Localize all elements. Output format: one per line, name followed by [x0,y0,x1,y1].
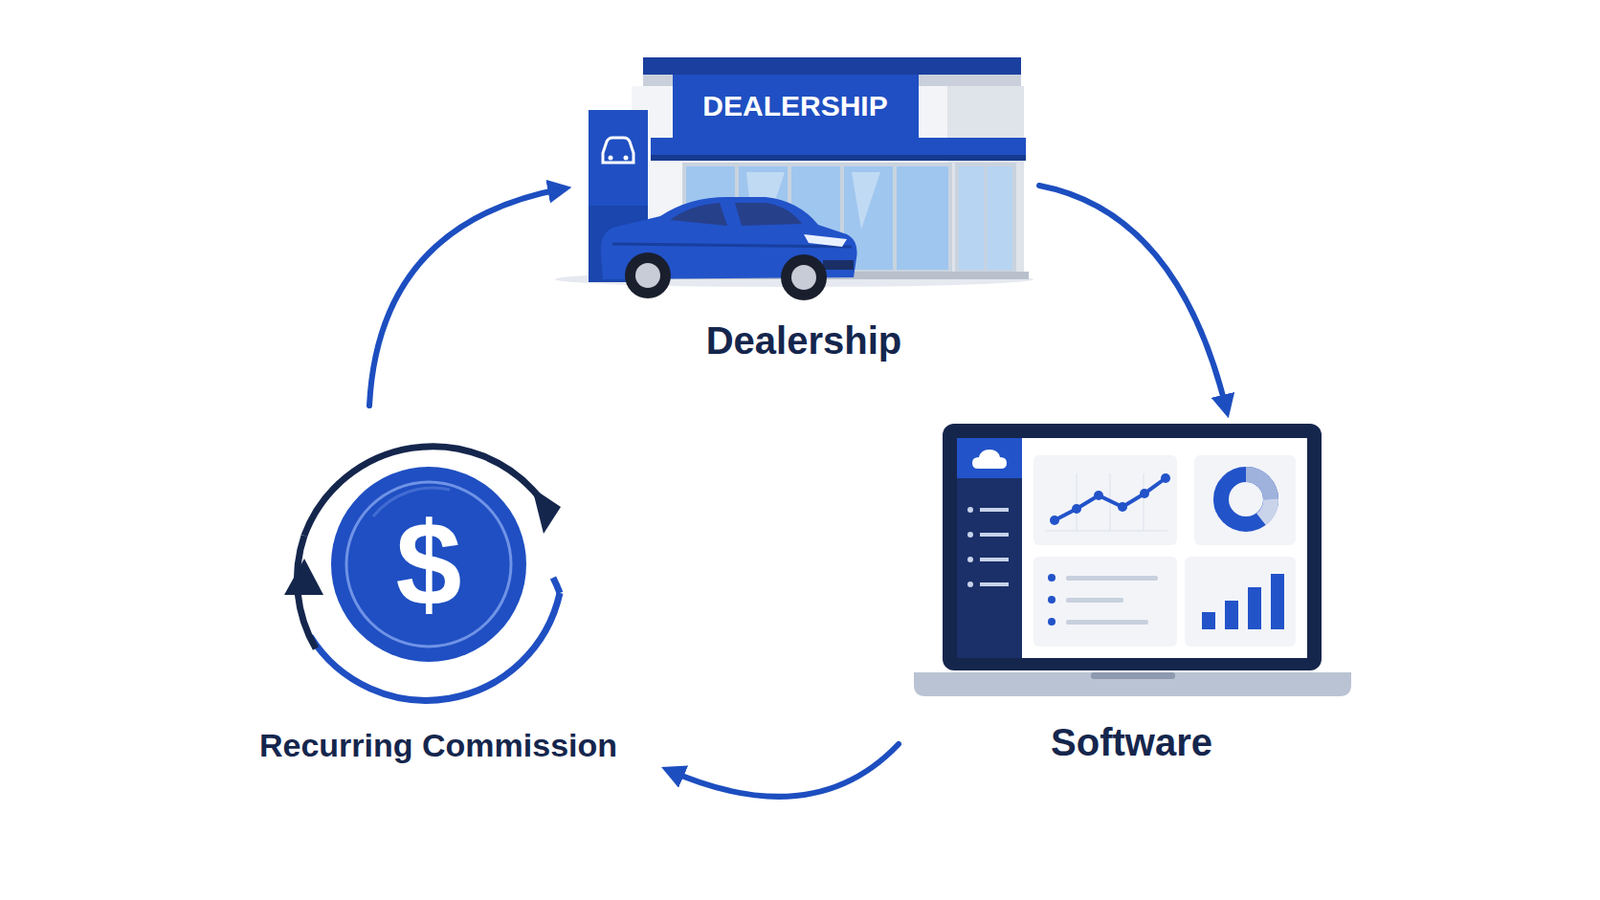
flow-arrow [1039,185,1227,412]
laptop-dashboard [913,423,1352,697]
sign-text: DEALERSHIP [702,91,888,121]
node-caption: Recurring Commission [218,727,659,765]
flow-arrow [667,744,899,798]
recurring-coin [284,446,561,702]
flow-arrow [369,188,565,406]
node-caption: Dealership [574,319,1034,363]
diagram-node: Software [904,421,1359,771]
node-caption: Software [904,721,1359,765]
dollar-symbol: $ [396,505,463,624]
dealership-building [555,57,1034,301]
